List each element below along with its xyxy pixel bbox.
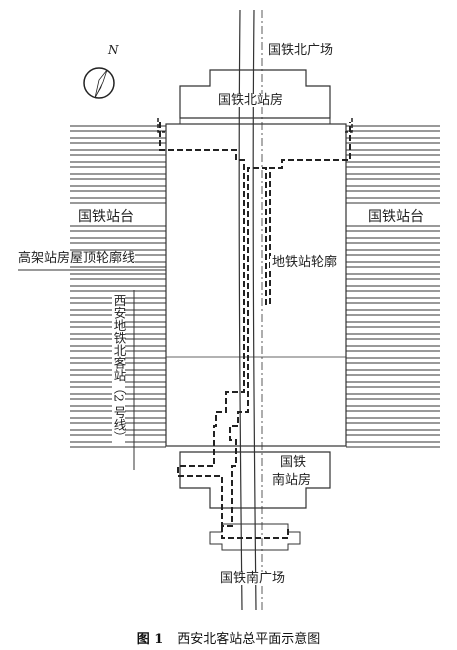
metro-line-label: 西安地铁北客站（2 号线） xyxy=(111,292,127,446)
north-station-label: 国铁北站房 xyxy=(216,93,286,108)
north-arrow-letter: N xyxy=(108,43,119,57)
platform-right-label: 国铁站台 xyxy=(368,209,424,225)
elevated-station-roof xyxy=(165,123,347,447)
north-arrow-icon xyxy=(83,67,115,99)
south-station-label-line1: 国铁 xyxy=(280,455,307,470)
site-plan-diagram xyxy=(18,9,440,610)
metro-south-dashed xyxy=(221,526,289,539)
rail-axis-right xyxy=(252,9,257,610)
right-platform-tracks xyxy=(346,125,440,448)
south-station-label-line2: 南站房 xyxy=(272,473,312,488)
figure-caption: 图 1 西安北客站总平面示意图 xyxy=(0,628,457,647)
metro-corner-right xyxy=(345,118,353,133)
south-plaza-label: 国铁南广场 xyxy=(218,571,288,586)
metro-station-outline xyxy=(159,122,351,527)
north-plaza-label: 国铁北广场 xyxy=(268,43,334,58)
elevated-outline-label: 高架站房屋顶轮廓线 xyxy=(18,251,136,266)
left-platform-tracks xyxy=(70,125,166,448)
metro-corner-left xyxy=(157,118,165,133)
figure-number: 图 1 xyxy=(136,632,164,647)
figure-title: 西安北客站总平面示意图 xyxy=(177,632,321,647)
metro-outline-label: 地铁站轮廓 xyxy=(270,255,340,270)
rail-axis-left xyxy=(238,9,243,610)
platform-left-label: 国铁站台 xyxy=(78,209,134,225)
